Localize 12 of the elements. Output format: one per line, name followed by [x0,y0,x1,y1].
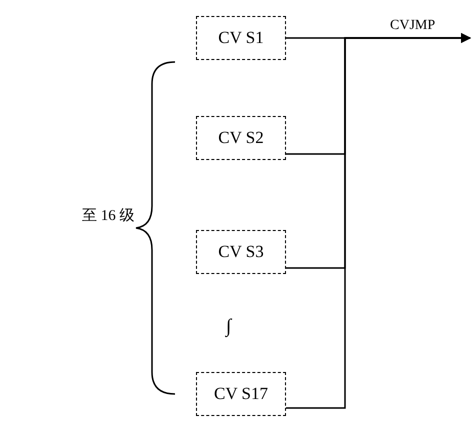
box-label: CV S3 [218,242,264,262]
dashed-box [196,116,286,160]
box-label: CV S2 [218,128,264,148]
stage-count-label: 至 16 级 [82,207,134,225]
dashed-box [196,372,286,416]
dashed-box [196,16,286,60]
box-label: CV S17 [214,384,268,404]
connector-arrow [286,33,471,409]
continuation-mark: ∫ [226,316,232,338]
box-label: CV S1 [218,28,264,48]
dashed-box [196,230,286,274]
edge-label: CVJMP [390,18,436,34]
